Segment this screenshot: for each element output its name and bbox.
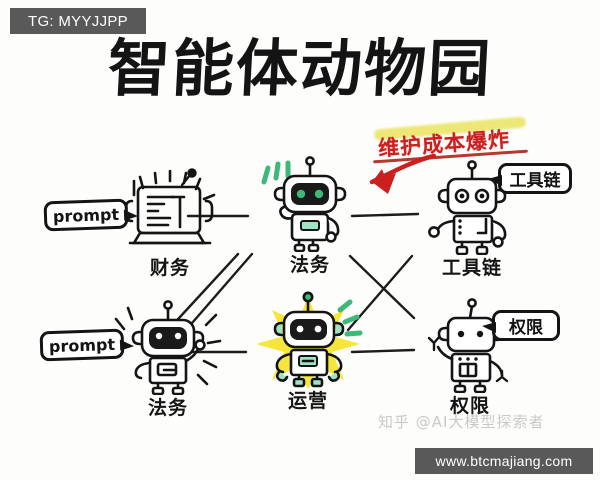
node-ops[interactable]: 运营 <box>248 288 368 418</box>
bubble-prompt-bottom-label: prompt <box>48 334 116 356</box>
node-legal-bottom[interactable]: 法务 <box>108 295 228 425</box>
green-dash-burst <box>337 299 363 337</box>
robot-star-icon <box>256 291 363 388</box>
robot-plain-icon <box>428 160 507 255</box>
bubble-permissions-label: 权限 <box>509 318 543 338</box>
node-label-finance: 财务 <box>149 257 190 279</box>
bubble-prompt-top[interactable]: prompt <box>43 198 129 232</box>
robot-waving-icon <box>261 156 347 252</box>
bubble-permissions[interactable]: 权限 <box>482 310 560 341</box>
bubble-prompt-bottom[interactable]: prompt <box>39 328 125 362</box>
site-watermark-chip: www.btcmajiang.com <box>415 448 593 474</box>
monitor-robot-icon <box>124 168 216 245</box>
bubble-toolchain[interactable]: 工具链 <box>488 163 572 194</box>
robot-visor-icon <box>114 300 222 395</box>
black-dash-burst <box>114 306 222 386</box>
node-label-permissions: 权限 <box>449 395 490 417</box>
node-label-legal-bottom: 法务 <box>147 397 188 419</box>
bubble-prompt-top-label: prompt <box>52 204 120 226</box>
robot-waving-icon <box>427 298 509 393</box>
red-arrow-icon <box>369 153 437 194</box>
node-legal-top[interactable]: 法务 <box>250 152 370 282</box>
tg-watermark-chip: TG: MYYJJPP <box>10 8 146 34</box>
bubble-toolchain-label: 工具链 <box>509 171 561 191</box>
node-label-legal-top: 法务 <box>289 254 330 276</box>
green-dash-burst <box>261 160 291 185</box>
node-finance[interactable]: 财务 <box>110 155 230 285</box>
node-label-ops: 运营 <box>287 390 328 412</box>
zhihu-watermark: 知乎 @AI大模型探索者 <box>378 413 545 431</box>
page-title: 智能体动物园 <box>106 32 494 105</box>
node-label-toolchain: 工具链 <box>441 257 502 279</box>
node-toolchain[interactable]: 工具链 <box>412 155 532 285</box>
